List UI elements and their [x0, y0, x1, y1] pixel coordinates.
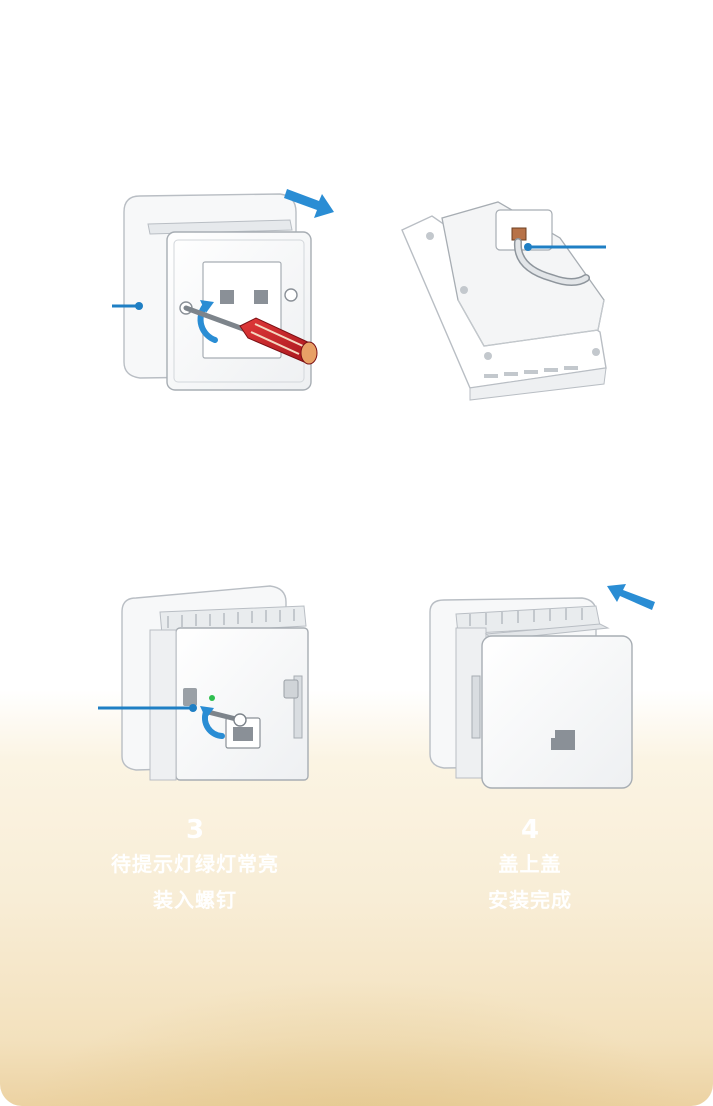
step-text-line2: 将线缆卡入线槽中固定 — [425, 472, 635, 496]
step-text-line1: 拆下原有面板 — [137, 436, 263, 460]
step-text-line2: 安装在原有底盒上 — [116, 472, 284, 496]
step-1-caption: 1 拆下原有面板 安装在原有底盒上 — [50, 398, 350, 502]
step-number: 3 — [185, 815, 205, 845]
callout-cable: 网线 — [614, 242, 641, 257]
step-number: 1 — [190, 399, 210, 429]
step2-illustration — [401, 201, 607, 401]
rotate-arrow-icon — [197, 303, 218, 343]
callout-box: 86型底盒 — [34, 301, 90, 316]
ethernet-port-icon — [551, 730, 575, 750]
push-in-arrow-icon — [607, 584, 655, 610]
step-3-caption: 3 待提示灯绿灯常亮 装入螺钉 — [45, 814, 345, 918]
step3-illustration — [98, 585, 309, 781]
step-text-line1: 盖上盖 — [498, 852, 562, 876]
indicator-light-icon — [209, 695, 215, 701]
step-2-caption: 2 连接网线到面板AP，并用手 将线缆卡入线槽中固定 — [380, 398, 680, 502]
step-number: 4 — [520, 815, 540, 845]
step-4-caption: 4 盖上盖 安装完成 — [380, 814, 680, 918]
step-text-line2: 安装完成 — [488, 888, 572, 912]
slide-out-arrow-icon — [284, 189, 334, 218]
step-text-line1: 连接网线到面板AP，并用手 — [398, 436, 662, 460]
screwdriver-icon — [239, 317, 318, 365]
step-text-line1: 待提示灯绿灯常亮 — [111, 852, 279, 876]
step-number: 2 — [520, 399, 540, 429]
step4-illustration — [429, 584, 655, 789]
step-text-line2: 装入螺钉 — [153, 888, 237, 912]
step1-illustration — [112, 189, 334, 391]
